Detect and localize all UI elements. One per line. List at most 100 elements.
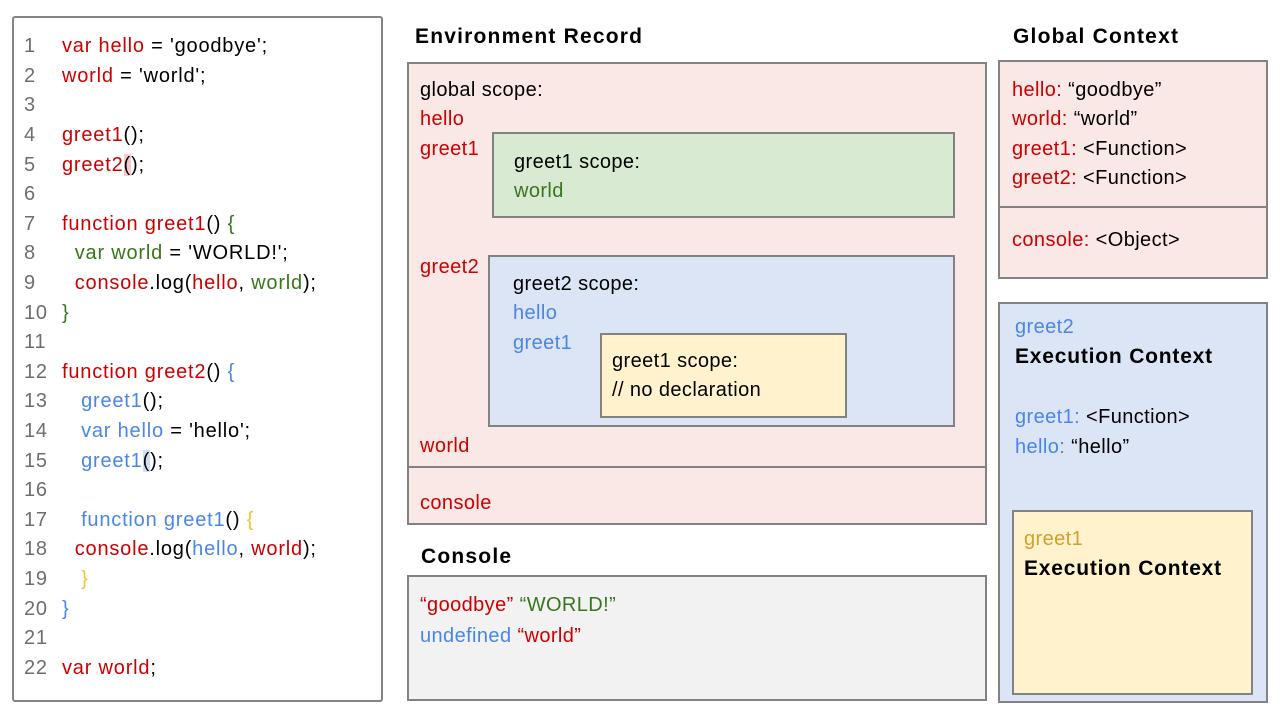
line-number: 13 (24, 390, 48, 413)
inner-greet1-scope-label: greet1 scope: (612, 350, 739, 372)
text-segment: ); (302, 272, 317, 295)
text-segment: = 'world'; (113, 64, 207, 87)
text-segment: greet1 (62, 124, 124, 147)
text-segment: { (227, 212, 236, 235)
text-segment (62, 450, 81, 472)
text-segment: hello: (1012, 79, 1063, 101)
code-line: 6 (24, 180, 381, 210)
text-segment: , (238, 538, 252, 561)
text-segment: ( (123, 153, 131, 176)
code-line: 17 function greet1() { (24, 506, 381, 536)
text-segment: “hello” (1065, 436, 1130, 458)
code-text: console.log(hello, world); (62, 272, 317, 295)
line-number: 8 (24, 242, 36, 265)
text-segment: greet1 (81, 390, 143, 413)
text-segment (62, 568, 81, 590)
global-var-hello: hello (420, 108, 465, 130)
line-number: 9 (24, 272, 36, 295)
text-segment: “goodbye” (1062, 79, 1162, 101)
text-segment: (); (142, 390, 164, 413)
line-number: 18 (24, 538, 48, 561)
line-number: 22 (24, 656, 48, 679)
line-number: 16 (24, 479, 48, 502)
console-output-line: “goodbye” “WORLD!” (420, 590, 616, 620)
text-segment: .log( (149, 272, 193, 295)
line-number: 10 (24, 301, 48, 324)
text-segment (62, 272, 75, 294)
greet1-execution-context-box (1012, 510, 1253, 695)
text-segment: function greet2 (62, 360, 207, 383)
greet2-context-title: Execution Context (1015, 345, 1213, 368)
code-text: var hello = 'goodbye'; (62, 35, 268, 58)
text-segment: var hello (81, 420, 164, 443)
greet1-scope-var-world: world (514, 180, 564, 202)
code-text: } (62, 568, 89, 591)
code-text: world = 'world'; (62, 65, 206, 88)
console-scope-box (407, 466, 987, 525)
code-text: function greet1() { (62, 213, 235, 236)
text-segment: (); (123, 124, 145, 147)
global-context-console-var: console: <Object> (1012, 225, 1180, 255)
code-line: 10} (24, 298, 381, 328)
text-segment: <Function> (1080, 406, 1191, 428)
text-segment (62, 538, 75, 560)
text-segment: } (81, 567, 89, 590)
code-line: 3 (24, 91, 381, 121)
code-text: function greet1() { (62, 509, 254, 532)
text-segment: <Object> (1089, 229, 1181, 251)
code-text: greet1(); (62, 390, 164, 413)
global-context-box (998, 60, 1268, 208)
text-segment: } (62, 301, 70, 324)
greet2-scope-var-greet1: greet1 (513, 332, 573, 354)
text-segment: undefined (420, 625, 512, 647)
global-var-world: world (420, 435, 470, 457)
code-text: greet2(); (62, 153, 145, 177)
text-segment: ( (142, 449, 151, 472)
code-text: } (62, 302, 69, 325)
text-segment: console (74, 538, 150, 561)
text-segment: function greet1 (81, 508, 226, 531)
text-segment: ); (302, 538, 317, 561)
text-segment: { (246, 508, 255, 531)
text-segment: .log( (149, 538, 193, 561)
text-segment: () (225, 508, 247, 531)
text-segment: world: (1012, 108, 1068, 130)
code-text: function greet2() { (62, 361, 235, 384)
code-text: } (62, 598, 69, 621)
text-segment: { (227, 360, 236, 383)
text-segment: hello (192, 538, 239, 561)
line-number: 19 (24, 567, 48, 590)
inner-greet1-scope-box (600, 333, 847, 418)
code-text: var world = 'WORLD!'; (62, 242, 289, 265)
text-segment: <Function> (1077, 167, 1188, 189)
code-line: 16 (24, 476, 381, 506)
text-segment: var hello (62, 35, 145, 58)
line-number: 7 (24, 212, 36, 235)
code-line: 15 greet1(); (24, 446, 381, 476)
environment-record-title: Environment Record (415, 25, 644, 48)
text-segment (62, 390, 81, 412)
global-scope-label: global scope: (420, 79, 544, 101)
greet2-scope-var-hello: hello (513, 302, 558, 324)
text-segment: var world (62, 656, 151, 679)
text-segment: console (74, 272, 150, 295)
code-line: 14 var hello = 'hello'; (24, 417, 381, 447)
text-segment: ); (150, 449, 164, 472)
text-segment: “WORLD!” (519, 594, 617, 616)
text-segment: “world” (1067, 108, 1138, 130)
line-number: 14 (24, 420, 48, 443)
text-segment: hello: (1015, 436, 1066, 458)
text-segment: } (62, 597, 70, 620)
code-line: 13 greet1(); (24, 387, 381, 417)
line-number: 6 (24, 183, 36, 206)
text-segment: greet1 (81, 449, 143, 472)
console-output-line: undefined “world” (420, 621, 581, 651)
code-line: 7 function greet1() { (24, 210, 381, 240)
global-context-var: greet2: <Function> (1012, 163, 1187, 193)
code-line: 9 console.log(hello, world); (24, 269, 381, 299)
text-segment: world (62, 64, 114, 87)
greet2-context-name: greet2 (1015, 316, 1075, 338)
